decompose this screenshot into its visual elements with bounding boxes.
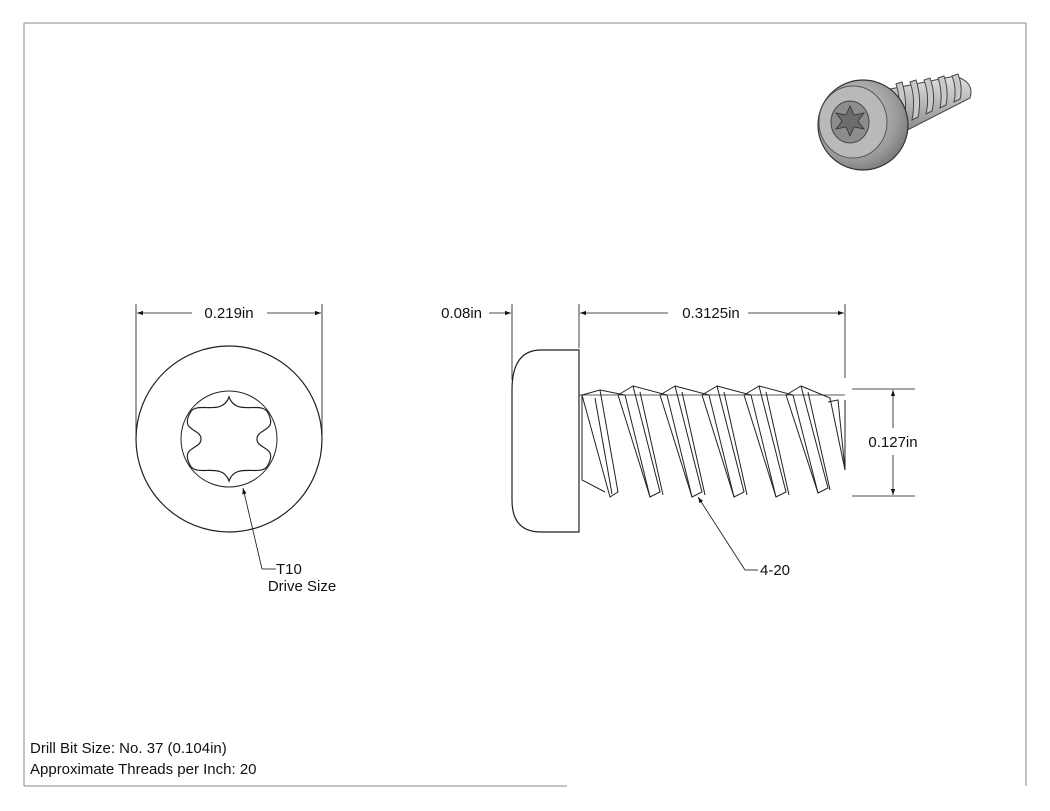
dim-thread-diameter-label: 0.127in	[868, 434, 917, 451]
dim-thread-diameter: 0.127in	[852, 388, 918, 497]
drive-size-label-line1: T10	[276, 561, 302, 578]
thread-profile	[581, 385, 846, 498]
note-threads-per-inch: Approximate Threads per Inch: 20	[30, 761, 257, 778]
dim-length-label: 0.3125in	[682, 305, 740, 322]
torx-recess	[186, 395, 272, 483]
screw-side-view	[511, 349, 846, 533]
thread-size-label: 4-20	[760, 562, 790, 579]
screw-head-front-view	[135, 345, 323, 533]
dim-head-diameter: 0.219in	[135, 304, 323, 435]
note-drill-bit-size: Drill Bit Size: No. 37 (0.104in)	[30, 740, 227, 757]
screw-isometric-thumbnail	[817, 73, 972, 171]
dim-head-height-label: 0.08in	[441, 305, 482, 322]
sheet-border	[23, 22, 1027, 787]
dim-length: 0.3125in	[580, 304, 846, 378]
drive-size-label-line2: Drive Size	[268, 578, 336, 595]
dim-head-diameter-label: 0.219in	[204, 305, 253, 322]
dim-head-height: 0.08in	[441, 304, 580, 380]
callout-thread-size: 4-20	[697, 496, 790, 579]
callout-drive-size: T10 Drive Size	[242, 487, 336, 595]
